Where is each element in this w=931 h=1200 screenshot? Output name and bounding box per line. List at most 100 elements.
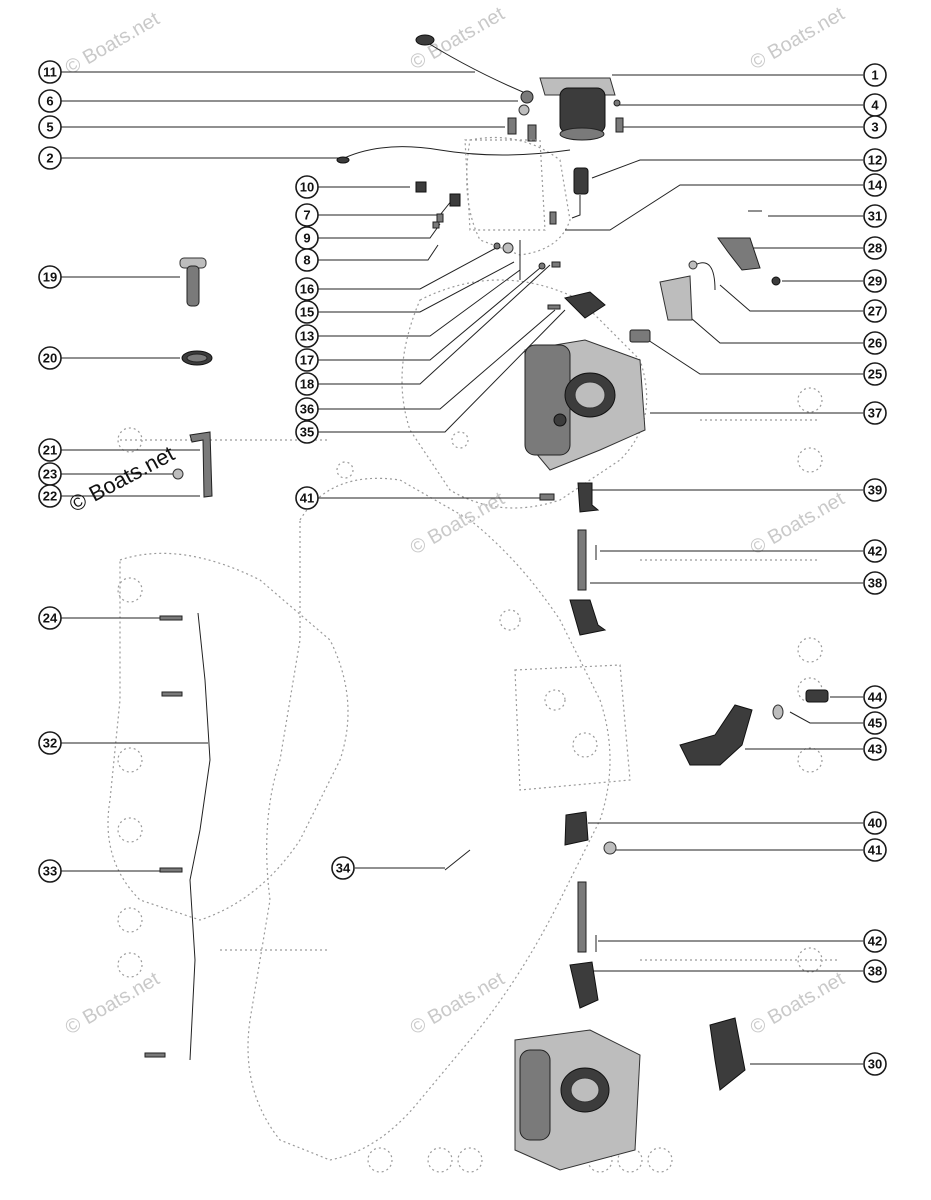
watermark-text: © Boats.net (62, 8, 164, 80)
svg-text:36: 36 (300, 402, 314, 417)
callout-21: 21 (38, 438, 62, 462)
callout-37: 37 (863, 401, 887, 425)
callout-12: 12 (863, 148, 887, 172)
svg-text:23: 23 (43, 467, 57, 482)
svg-text:38: 38 (868, 964, 882, 979)
svg-text:41: 41 (868, 843, 882, 858)
callout-32: 32 (38, 731, 62, 755)
svg-text:8: 8 (303, 253, 310, 268)
washer-part (613, 99, 621, 107)
callout-28: 28 (863, 236, 887, 260)
svg-text:35: 35 (300, 425, 314, 440)
svg-text:27: 27 (868, 304, 882, 319)
svg-text:9: 9 (303, 231, 310, 246)
callout-30: 30 (863, 1052, 887, 1076)
lever-part (564, 811, 589, 846)
svg-text:42: 42 (868, 934, 882, 949)
washer-part (518, 104, 530, 116)
nut-part (415, 181, 427, 193)
callout-7: 7 (295, 203, 319, 227)
terminal-part (520, 90, 534, 104)
svg-text:28: 28 (868, 241, 882, 256)
callouts-right: 1 4 3 12 14 31 28 29 27 26 25 37 39 42 3… (863, 63, 887, 1076)
callout-41: 41 (863, 838, 887, 862)
shift-rod-part (189, 612, 211, 1061)
bracket-part (709, 1017, 746, 1091)
callout-33: 33 (38, 859, 62, 883)
svg-text:31: 31 (868, 209, 882, 224)
callout-9: 9 (295, 226, 319, 250)
spring-part (449, 193, 461, 207)
callout-17: 17 (295, 348, 319, 372)
clip-part (432, 221, 440, 229)
clip-part (436, 213, 444, 223)
svg-text:16: 16 (300, 282, 314, 297)
callout-13: 13 (295, 324, 319, 348)
svg-text:5: 5 (46, 120, 53, 135)
screw-part (805, 689, 829, 703)
svg-text:2: 2 (46, 151, 53, 166)
callout-18: 18 (295, 372, 319, 396)
callout-3: 3 (863, 115, 887, 139)
callout-14: 14 (863, 173, 887, 197)
svg-text:32: 32 (43, 736, 57, 751)
callout-27: 27 (863, 299, 887, 323)
throttle-cam-part (679, 704, 753, 766)
callout-5: 5 (38, 115, 62, 139)
callout-16: 16 (295, 277, 319, 301)
callout-42: 42 (863, 539, 887, 563)
svg-text:44: 44 (868, 690, 883, 705)
callout-43: 43 (863, 737, 887, 761)
screw-part (507, 117, 517, 135)
callout-45: 45 (863, 711, 887, 735)
wire-end-part (336, 156, 350, 164)
svg-text:15: 15 (300, 305, 314, 320)
watermark-text: © Boats.net (747, 488, 849, 560)
callout-39: 39 (863, 478, 887, 502)
carburetor-upper-part (524, 339, 646, 471)
watermark-text: © Boats.net (407, 968, 509, 1040)
svg-text:7: 7 (303, 208, 310, 223)
carburetor-lower-part (514, 1029, 641, 1171)
wire-lead-part (419, 37, 531, 96)
callout-19: 19 (38, 265, 62, 289)
callout-35: 35 (295, 420, 319, 444)
svg-text:20: 20 (43, 351, 57, 366)
float-valve-part (573, 167, 589, 195)
svg-text:13: 13 (300, 329, 314, 344)
bolt-part (179, 257, 207, 307)
callout-26: 26 (863, 331, 887, 355)
callout-4: 4 (863, 93, 887, 117)
callout-11: 11 (38, 60, 62, 84)
svg-text:38: 38 (868, 576, 882, 591)
svg-text:14: 14 (868, 178, 883, 193)
link-end-part (569, 961, 599, 1009)
svg-text:25: 25 (868, 367, 882, 382)
svg-text:22: 22 (43, 489, 57, 504)
callout-15: 15 (295, 300, 319, 324)
svg-text:40: 40 (868, 816, 882, 831)
callout-36: 36 (295, 397, 319, 421)
svg-text:12: 12 (868, 153, 882, 168)
callout-1: 1 (863, 63, 887, 87)
throttle-lever-part (564, 291, 606, 319)
svg-text:39: 39 (868, 483, 882, 498)
linkage-part (577, 482, 600, 513)
link-rod-part (577, 881, 587, 953)
svg-text:45: 45 (868, 716, 882, 731)
callout-38: 38 (863, 571, 887, 595)
callout-29: 29 (863, 269, 887, 293)
screw-part (527, 124, 537, 142)
callout-23: 23 (38, 462, 62, 486)
engine-ghost-outline (107, 136, 840, 1173)
callouts-left: 11 6 5 2 19 20 21 23 22 24 32 33 (38, 60, 62, 883)
callout-42: 42 (863, 929, 887, 953)
link-rod-part (577, 529, 587, 591)
svg-text:33: 33 (43, 864, 57, 879)
watermark-text: © Boats.net (747, 3, 849, 75)
callout-22: 22 (38, 484, 62, 508)
callouts-center: 10 7 9 8 16 15 13 17 18 36 35 41 34 (295, 175, 355, 880)
leader-lines (61, 71, 863, 1065)
choke-solenoid-part (539, 77, 616, 141)
svg-text:41: 41 (300, 491, 314, 506)
